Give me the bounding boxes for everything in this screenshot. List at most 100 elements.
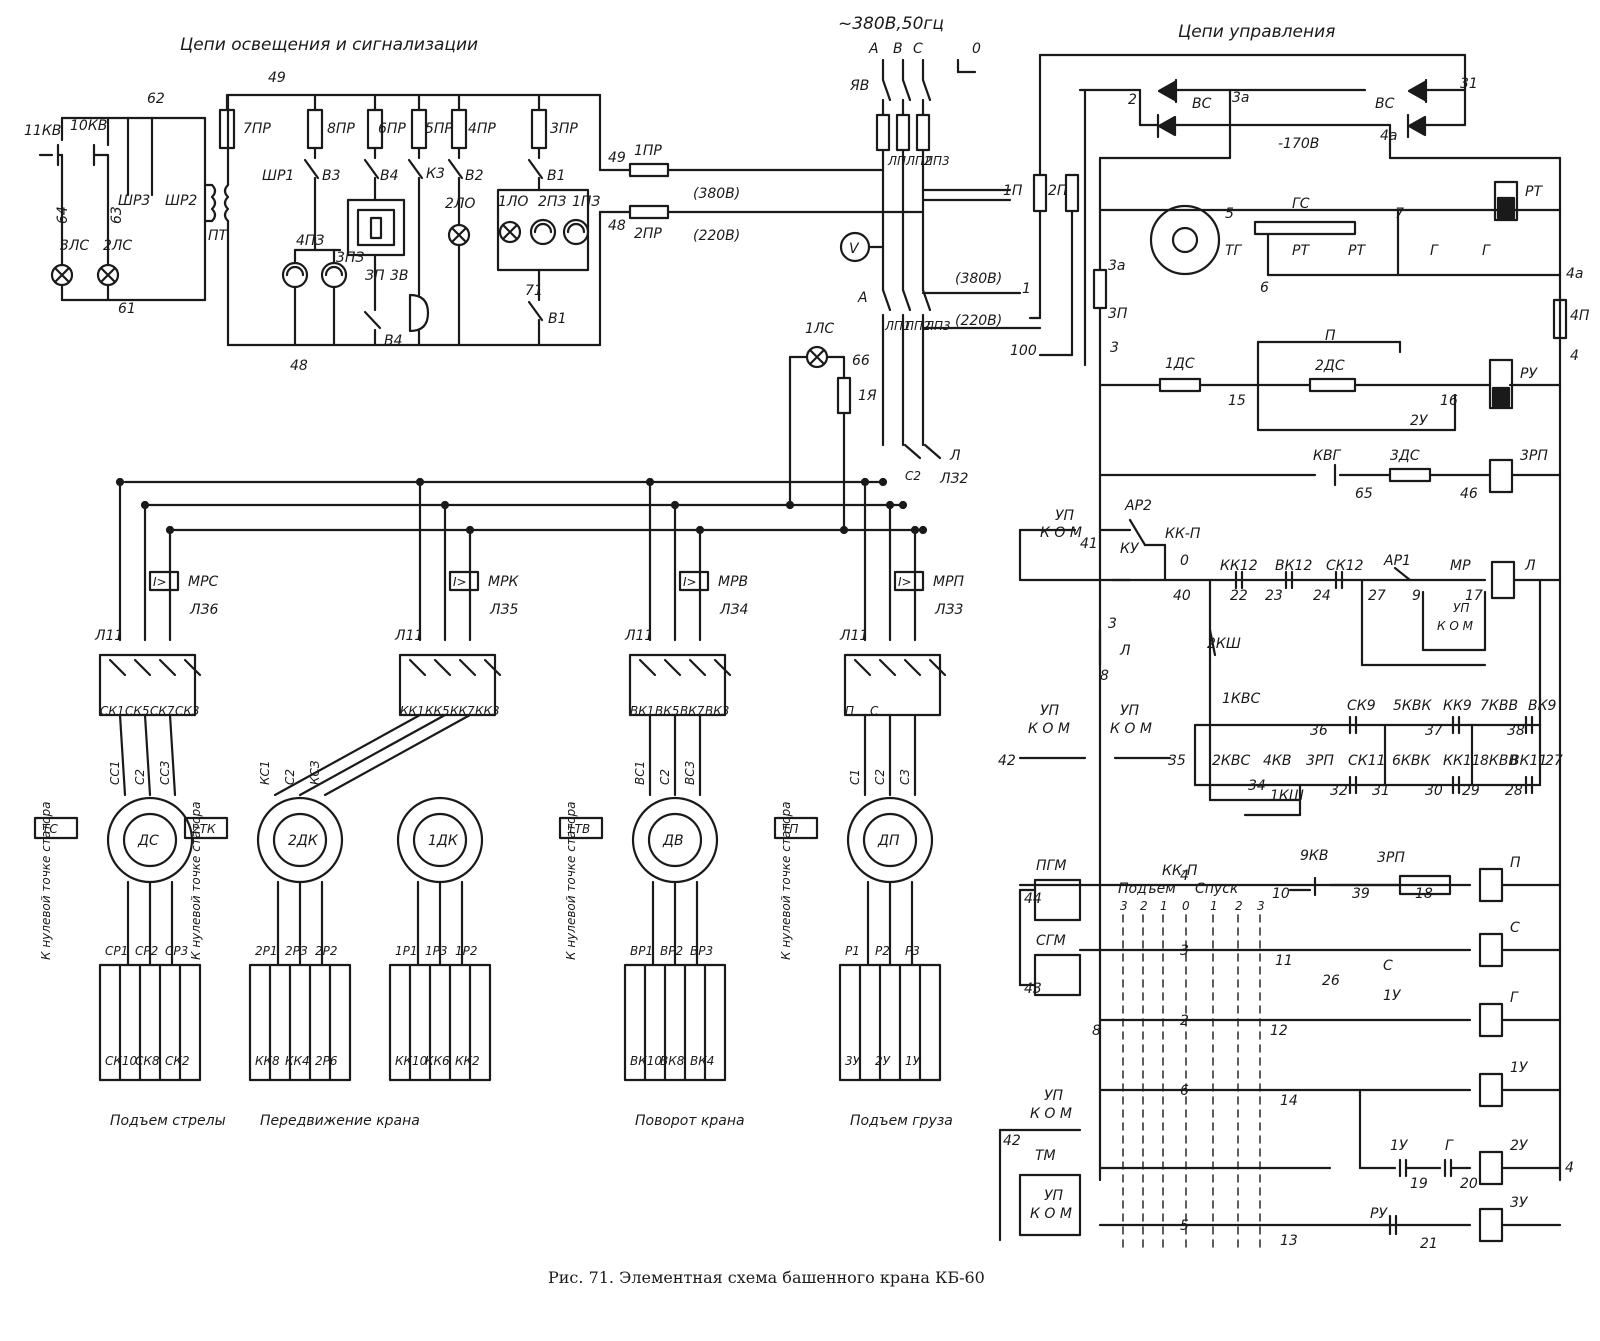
contact-label: ВК3 xyxy=(705,704,729,718)
rheostat-gs: ГС xyxy=(1292,196,1310,212)
relay-number: ЛЗ5 xyxy=(489,602,519,618)
rotor-label: СК10 xyxy=(105,1054,138,1068)
fuse-2p: 2П xyxy=(1048,183,1068,199)
ctrl-node-31: 31 xyxy=(1460,76,1478,92)
node-26: 26 xyxy=(1322,973,1340,989)
phase-a-label: А xyxy=(868,41,879,57)
up-mr-label: УП xyxy=(1453,601,1469,615)
contact-label: КК3 xyxy=(475,704,500,718)
lamp-1ls-label: 1ЛС xyxy=(805,321,834,337)
pos-lower-2: 2 xyxy=(1235,899,1243,913)
contact-stroke xyxy=(928,658,947,677)
rotor-label: 2Р6 xyxy=(315,1054,338,1068)
contact-stroke xyxy=(903,658,922,677)
coil-label: 1У xyxy=(1510,1060,1529,1076)
rotor-label: Р1 xyxy=(845,944,860,958)
switch-11kv-label: 11КВ xyxy=(24,123,61,139)
coil-Г: Г xyxy=(1478,990,1562,1038)
contact-g-2: Г xyxy=(1482,243,1491,259)
switch-v4-lower: В4 xyxy=(384,333,403,349)
contact-label: СК1 xyxy=(100,704,125,718)
motor-name: 2ДК xyxy=(288,833,319,849)
contact-stroke xyxy=(663,658,682,677)
relay-box xyxy=(893,570,925,592)
master-controller: КК-П Подъем Спуск 3 2 1 0 1 2 3 ПГМ 44 С… xyxy=(998,848,1574,1252)
pos-lower-1: 1 xyxy=(1210,899,1218,913)
tap-node-100: 100 xyxy=(1010,343,1037,359)
motor-title: Подъем груза xyxy=(850,1113,953,1129)
coil-label: 2У xyxy=(1510,1138,1529,1154)
coil-label: П xyxy=(1510,855,1521,871)
rotor-label: 2Р2 xyxy=(315,944,338,958)
rotor-label: СК2 xyxy=(165,1054,190,1068)
control-section: 2 ВС 3а ВС 31 4а -170В 1П 2П ТГ ГС 5 7 Р… xyxy=(1003,53,1590,1182)
fuse-7pr: 7ПР xyxy=(243,121,271,137)
contact-ar2: АР2 xyxy=(1124,498,1152,514)
supply-header: ~380В,50гц xyxy=(838,14,944,34)
protection-label: 2ТК xyxy=(192,822,216,836)
controller-lift: Подъем xyxy=(1118,881,1176,897)
relay-number: ЛЗ4 xyxy=(719,602,748,618)
contactor-a-label: А xyxy=(857,290,868,306)
node-48-bottom: 48 xyxy=(290,358,308,374)
node-14: 14 xyxy=(1280,1093,1298,1109)
pos-lift-3: 3 xyxy=(1120,899,1128,913)
relay-ru: РУ xyxy=(1520,366,1538,382)
ctrl-node-4a-top: 4а xyxy=(1380,128,1398,144)
pos-lift-1: 1 xyxy=(1160,899,1168,913)
contact-1kvs: 1КВС xyxy=(1222,691,1260,707)
controller-lower: Спуск xyxy=(1195,881,1239,897)
node-8-ctrl: 8 xyxy=(1092,1023,1101,1039)
rotor-label: ВР2 xyxy=(660,944,683,958)
contact-l11-label: Л11 xyxy=(94,628,123,644)
contact-kk9: КК9 xyxy=(1443,698,1472,714)
contact-5kvk: 5КВК xyxy=(1393,698,1432,714)
coil-1У: 1У xyxy=(1478,1060,1562,1108)
fuse-5pr: 5ПР xyxy=(425,121,453,137)
ctrl-pos-2: 2 xyxy=(1180,1013,1189,1029)
kom-label-2: К О М xyxy=(1028,721,1070,737)
rotor-label: СР1 xyxy=(105,944,128,958)
contact-label: ВК5 xyxy=(655,704,679,718)
contact-2ksh: 2КШ xyxy=(1207,636,1241,652)
lighting-header: Цепи освещения и сигнализации xyxy=(180,35,478,55)
motor-rotor xyxy=(647,812,703,868)
node-41: 41 xyxy=(1080,536,1098,552)
ctrl-pos-5: 5 xyxy=(1180,1218,1189,1234)
fuse-6pr: 6ПР xyxy=(378,121,406,137)
relay-symbol: I> xyxy=(898,575,912,589)
node-63: 63 xyxy=(109,206,125,224)
contact-rt-1: РТ xyxy=(1292,243,1310,259)
coil-П: П xyxy=(1478,855,1562,903)
ctrl-node-3a: 3а xyxy=(1232,90,1250,106)
ctrl-node-16: 16 xyxy=(1440,393,1458,409)
rotor-label: КК10 xyxy=(395,1054,428,1068)
node-11: 11 xyxy=(1275,953,1293,969)
node-29: 29 xyxy=(1462,783,1480,799)
node-40: 40 xyxy=(1173,588,1191,604)
node-62: 62 xyxy=(147,91,165,107)
rotor-label: ВР3 xyxy=(690,944,713,958)
contact-sk12: СК12 xyxy=(1326,558,1364,574)
node-9: 9 xyxy=(1412,588,1421,604)
switch-k3: К3 xyxy=(426,166,445,182)
relay-symbol: I> xyxy=(153,575,167,589)
voltage-170: -170В xyxy=(1278,136,1319,152)
contact-sk9: СК9 xyxy=(1347,698,1376,714)
rotor-label: ВК8 xyxy=(660,1054,685,1068)
node-38: 38 xyxy=(1507,723,1525,739)
contact-stroke xyxy=(433,658,452,677)
ctrl-node-6: 6 xyxy=(1260,280,1269,296)
contact-ku: КУ xyxy=(1120,541,1140,557)
motor-name: ДВ xyxy=(662,833,684,849)
pos-zero: 0 xyxy=(1182,899,1190,913)
contact-kvg: КВГ xyxy=(1313,448,1342,464)
lead-label: ВС1 xyxy=(633,761,647,785)
contact-stroke xyxy=(458,658,477,677)
switch-v1-lower: В1 xyxy=(548,311,567,327)
fuse-1pr: 1ПР xyxy=(634,143,662,159)
neutral-note: К нулевой точке статора xyxy=(779,802,793,960)
tap-380-light: (380В) xyxy=(693,186,740,202)
